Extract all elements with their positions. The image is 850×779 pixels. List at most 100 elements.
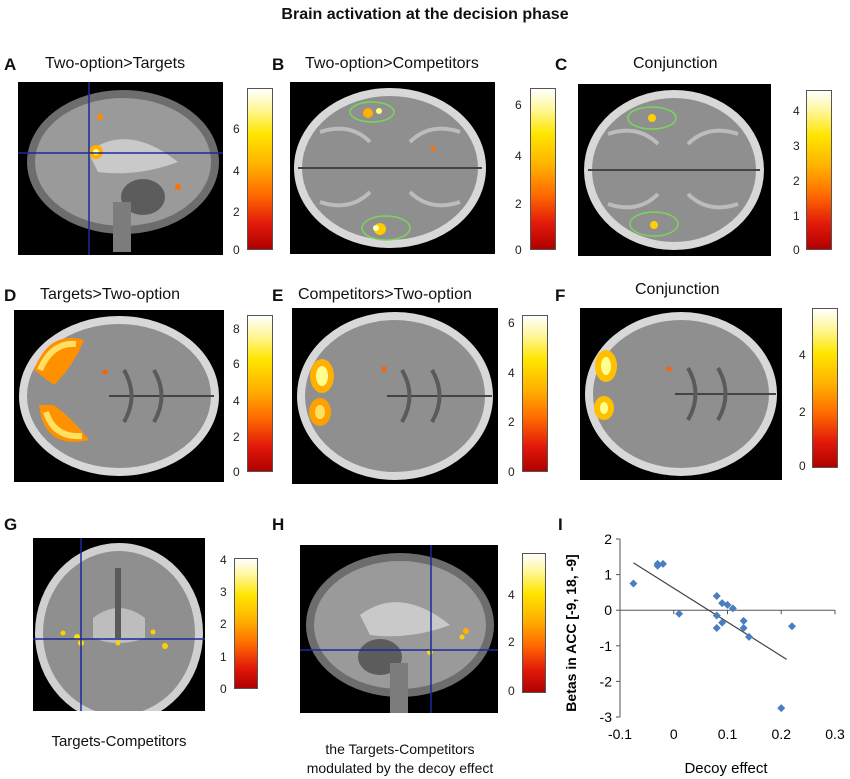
- colorbar-tick: 4: [508, 588, 515, 602]
- x-tick-label: 0: [670, 726, 678, 742]
- colorbar-tick: 3: [793, 139, 800, 153]
- sagittal-slice-h: [300, 545, 498, 713]
- colorbar-tick: 2: [508, 415, 515, 429]
- panel-label-d: D: [4, 286, 17, 305]
- panel-title-b: Two-option>Competitors: [305, 55, 479, 72]
- data-point: [723, 600, 732, 609]
- colorbar-tick: 1: [220, 650, 227, 664]
- panel-title-f: Conjunction: [635, 281, 720, 298]
- data-point: [739, 624, 748, 632]
- figure-title: Brain activation at the decision phase: [281, 6, 569, 23]
- colorbar-tick: 2: [220, 617, 227, 631]
- colorbar-tick: 0: [515, 243, 522, 257]
- y-tick-label: 1: [604, 567, 612, 583]
- y-tick-label: -3: [600, 709, 613, 725]
- data-point: [788, 622, 796, 631]
- colorbar-tick: 4: [793, 104, 800, 118]
- data-point: [712, 624, 721, 632]
- colorbar-tick: 0: [220, 682, 227, 696]
- regression-line: [633, 562, 787, 660]
- axial-slice-e: [297, 312, 493, 480]
- panel-caption-h: the Targets-Competitors modulated by the…: [270, 740, 530, 778]
- panel-title-d: Targets>Two-option: [40, 286, 181, 303]
- x-tick-label: 0.2: [772, 726, 792, 742]
- data-point: [675, 609, 684, 618]
- brain-image-c: [578, 84, 771, 256]
- panel-label-f: F: [555, 286, 566, 305]
- brain-image-g: [33, 538, 205, 711]
- colorbar-e: [522, 315, 548, 472]
- panel-caption-g: Targets-Competitors: [51, 733, 187, 750]
- brain-image-h: [300, 545, 498, 713]
- panel-label-b: B: [272, 55, 285, 74]
- brain-image-a: [18, 82, 223, 255]
- colorbar-tick: 0: [508, 684, 515, 698]
- panel-title-c: Conjunction: [633, 55, 718, 72]
- panel-label-a: A: [4, 55, 17, 74]
- colorbar-tick: 4: [233, 394, 240, 408]
- colorbar-tick: 6: [233, 357, 240, 371]
- data-point: [653, 559, 662, 568]
- colorbar-d: [247, 315, 273, 472]
- colorbar-tick: 0: [233, 243, 240, 257]
- data-point: [629, 579, 638, 588]
- data-point: [745, 632, 753, 641]
- colorbar-c: [806, 90, 832, 250]
- data-point: [712, 591, 721, 600]
- y-tick-label: -1: [600, 638, 613, 654]
- panel-label-h: H: [272, 515, 285, 534]
- sagittal-slice-a: [18, 82, 223, 255]
- fit-line-group: [633, 562, 787, 660]
- colorbar-h: [522, 553, 546, 693]
- colorbar-tick: 3: [220, 585, 227, 599]
- data-point: [718, 618, 727, 627]
- colorbar-tick: 2: [233, 430, 240, 444]
- colorbar-g: [234, 558, 258, 689]
- colorbar-tick: 2: [793, 174, 800, 188]
- data-point: [728, 604, 737, 613]
- brain-image-e: [292, 308, 498, 484]
- colorbar-tick: 6: [233, 122, 240, 136]
- colorbar-tick: 8: [233, 322, 240, 336]
- x-tick-label: 0.1: [718, 726, 738, 742]
- panel-label-i: I: [558, 515, 563, 534]
- colorbar-tick: 6: [508, 316, 515, 330]
- colorbar-f: [812, 308, 838, 468]
- y-axis-label: Betas in ACC [-9, 18, -9]: [563, 554, 579, 711]
- panel-label-g: G: [4, 515, 18, 534]
- data-point: [739, 616, 748, 625]
- coronal-slice-g: [33, 538, 205, 711]
- colorbar-tick: 0: [793, 243, 800, 257]
- data-point: [659, 559, 667, 568]
- colorbar-b: [530, 88, 556, 250]
- data-point: [718, 599, 727, 608]
- panel-label-c: C: [555, 55, 568, 74]
- x-tick-label: -0.1: [608, 726, 632, 742]
- axial-slice-b: [294, 88, 486, 248]
- colorbar-tick: 0: [508, 465, 515, 479]
- panel-label-e: E: [272, 286, 284, 305]
- x-tick-label: 0.3: [825, 726, 845, 742]
- scatter-points: [629, 559, 796, 713]
- caption-line: the Targets-Competitors: [325, 741, 475, 757]
- panel-title-e: Competitors>Two-option: [298, 286, 472, 303]
- panel-title-a: Two-option>Targets: [45, 55, 186, 72]
- colorbar-tick: 4: [799, 348, 806, 362]
- x-axis-label: Decoy effect: [684, 760, 768, 777]
- colorbar-tick: 0: [233, 465, 240, 479]
- colorbar-tick: 6: [515, 98, 522, 112]
- colorbar-tick: 2: [233, 205, 240, 219]
- colorbar-tick: 2: [799, 405, 806, 419]
- brain-image-d: [14, 310, 224, 482]
- colorbar-tick: 2: [508, 635, 515, 649]
- colorbar-tick: 1: [793, 209, 800, 223]
- brain-image-f: [580, 308, 782, 480]
- colorbar-tick: 2: [515, 197, 522, 211]
- data-point: [712, 611, 721, 620]
- y-tick-label: -2: [600, 673, 613, 689]
- colorbar-tick: 4: [220, 553, 227, 567]
- data-point: [777, 704, 786, 713]
- axial-slice-c: [584, 90, 764, 250]
